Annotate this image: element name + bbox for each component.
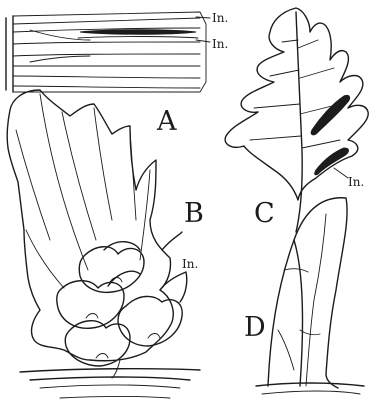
panel-a-label-in-upper: In. xyxy=(212,11,228,25)
panel-a-drawing xyxy=(6,12,210,92)
panel-c-label-in: In. xyxy=(348,175,364,189)
panel-b-label-in: In. xyxy=(182,257,198,271)
panel-a-label-in-lower: In. xyxy=(212,37,228,51)
panel-d-letter: D xyxy=(244,312,266,343)
panel-c-letter: C xyxy=(254,198,275,229)
panel-b-letter: B xyxy=(184,198,204,229)
panel-a-letter: A xyxy=(156,106,177,137)
